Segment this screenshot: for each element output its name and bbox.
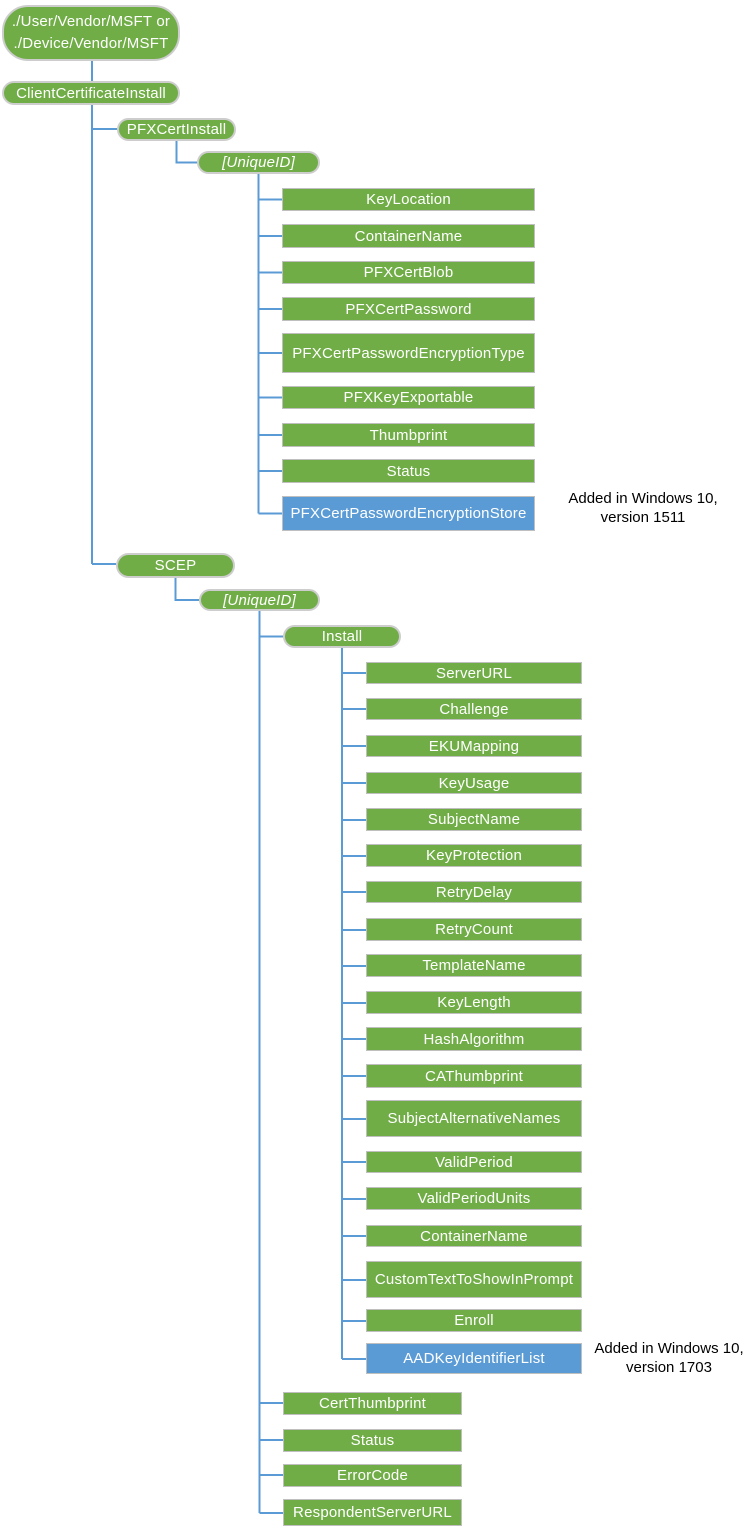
- node-pfxcertpasswordencryptionstore: PFXCertPasswordEncryptionStore: [282, 496, 535, 531]
- node-root-line2: ./Device/Vendor/MSFT: [13, 35, 169, 52]
- node-install-containername: ContainerName: [366, 1225, 582, 1247]
- pfxcertinstall-trunk: [175, 141, 197, 164]
- clientcertificateinstall-trunk: [91, 105, 117, 565]
- node-root-line1: ./User/Vendor/MSFT or: [11, 13, 171, 30]
- node-enroll: Enroll: [366, 1309, 582, 1332]
- node-pfx-containername: ContainerName: [282, 224, 535, 248]
- annotation-win10-1511-line1: Added in Windows 10,: [568, 490, 718, 507]
- node-subjectalternativenames: SubjectAlternativeNames: [366, 1100, 582, 1137]
- node-thumbprint: Thumbprint: [282, 423, 535, 447]
- node-scep: SCEP: [116, 553, 235, 578]
- annotation-win10-1703-line2: version 1703: [626, 1359, 712, 1376]
- node-pfxcertinstall: PFXCertInstall: [117, 118, 236, 141]
- node-validperiodunits: ValidPeriodUnits: [366, 1187, 582, 1210]
- node-serverurl: ServerURL: [366, 662, 582, 684]
- node-install: Install: [283, 625, 401, 648]
- node-respondentserverurl: RespondentServerURL: [283, 1499, 462, 1526]
- node-pfxcertpasswordencryptiontype: PFXCertPasswordEncryptionType: [282, 333, 535, 373]
- annotation-win10-1511: Added in Windows 10, version 1511: [538, 489, 748, 527]
- node-keyusage: KeyUsage: [366, 772, 582, 794]
- node-clientcertificateinstall: ClientCertificateInstall: [2, 81, 180, 105]
- node-pfxcertblob: PFXCertBlob: [282, 261, 535, 284]
- node-validperiod: ValidPeriod: [366, 1151, 582, 1173]
- node-pfxkeyexportable: PFXKeyExportable: [282, 386, 535, 409]
- node-keylength: KeyLength: [366, 991, 582, 1014]
- node-customtexttoshowinprompt: CustomTextToShowInPrompt: [366, 1261, 582, 1298]
- node-scep-status: Status: [283, 1429, 462, 1452]
- annotation-win10-1703: Added in Windows 10, version 1703: [584, 1339, 751, 1377]
- scep-trunk: [174, 578, 199, 601]
- node-pfxcertpassword: PFXCertPassword: [282, 297, 535, 321]
- node-keyprotection: KeyProtection: [366, 844, 582, 867]
- node-errorcode: ErrorCode: [283, 1464, 462, 1487]
- node-certthumbprint: CertThumbprint: [283, 1392, 462, 1415]
- node-root: ./User/Vendor/MSFT or ./Device/Vendor/MS…: [2, 5, 180, 61]
- node-pfx-uniqueid: [UniqueID]: [197, 151, 320, 174]
- node-templatename: TemplateName: [366, 954, 582, 977]
- node-keylocation: KeyLocation: [282, 188, 535, 211]
- node-ekumapping: EKUMapping: [366, 735, 582, 757]
- node-cathumbprint: CAThumbprint: [366, 1064, 582, 1088]
- node-retrydelay: RetryDelay: [366, 881, 582, 903]
- node-subjectname: SubjectName: [366, 808, 582, 831]
- annotation-win10-1703-line1: Added in Windows 10,: [594, 1340, 744, 1357]
- install-trunk: [341, 648, 366, 1360]
- node-scep-uniqueid: [UniqueID]: [199, 589, 320, 611]
- scep-uniqueid-trunk: [258, 611, 283, 1514]
- pfx-uniqueid-trunk: [257, 174, 282, 515]
- node-pfx-status: Status: [282, 459, 535, 483]
- node-hashalgorithm: HashAlgorithm: [366, 1027, 582, 1051]
- node-retrycount: RetryCount: [366, 918, 582, 941]
- node-challenge: Challenge: [366, 698, 582, 720]
- annotation-win10-1511-line2: version 1511: [600, 509, 686, 526]
- node-aadkeyidentifierlist: AADKeyIdentifierList: [366, 1343, 582, 1374]
